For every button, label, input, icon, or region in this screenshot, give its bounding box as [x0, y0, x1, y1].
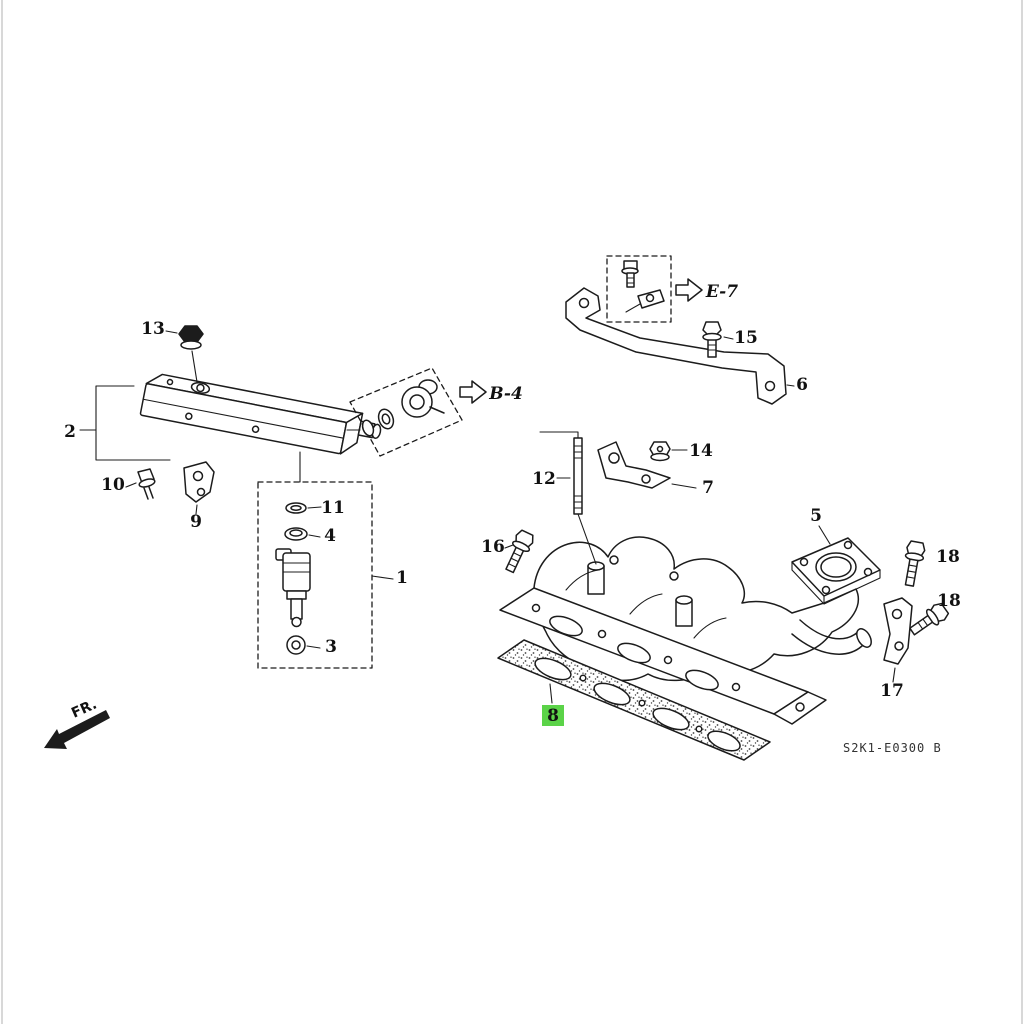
manifold-pipe — [791, 619, 872, 655]
detail-arrow-b4-icon — [459, 380, 487, 404]
bolt-15 — [702, 321, 734, 358]
stud-12 — [539, 431, 597, 565]
injector-detail-box — [257, 481, 394, 669]
callout-5: 5 — [810, 506, 822, 526]
callout-13: 13 — [141, 319, 165, 339]
highlight-part-8 — [542, 705, 564, 726]
bolt-16 — [505, 529, 534, 574]
manifold-gasket-8 — [497, 639, 771, 761]
throttle-flange-5 — [791, 525, 881, 605]
callout-17: 17 — [880, 681, 904, 701]
callout-11: 11 — [321, 498, 345, 518]
callout-10: 10 — [101, 475, 125, 495]
fuel-injector — [275, 548, 311, 628]
callout-18-lower: 18 — [937, 591, 961, 611]
bolt-18-upper — [904, 540, 926, 587]
detail-ref-b4: B-4 — [488, 384, 523, 404]
callout-9: 9 — [190, 512, 202, 532]
fuel-rail-assembly — [79, 325, 382, 515]
detail-bolt — [621, 260, 639, 288]
pressure-regulator-detail — [346, 367, 463, 457]
callout-7: 7 — [702, 478, 714, 498]
fr-direction-arrow: FR. — [44, 696, 110, 749]
detail-stay — [625, 289, 665, 313]
image-edge-left — [1, 0, 3, 1024]
callout-8: 8 — [547, 706, 559, 726]
callout-6: 6 — [796, 375, 808, 395]
diagram-ref-code: S2K1-E0300 B — [843, 741, 942, 755]
detail-arrow-e7-icon — [675, 278, 703, 302]
callout-16: 16 — [481, 537, 505, 557]
callout-14: 14 — [689, 441, 713, 461]
nut-14 — [649, 441, 688, 462]
callout-18-upper: 18 — [936, 547, 960, 567]
stay-bracket-6 — [565, 287, 795, 405]
bolt-18-lower — [909, 602, 950, 636]
bracket-17 — [883, 597, 913, 683]
callout-2: 2 — [64, 422, 76, 442]
image-edge-right — [1021, 0, 1023, 1024]
stay-detail-box-e7 — [606, 255, 672, 323]
callout-2-bracket — [95, 385, 171, 461]
nut-13 — [178, 325, 204, 383]
callout-1: 1 — [396, 568, 408, 588]
bolt-10 — [137, 468, 156, 500]
bracket-9 — [183, 461, 215, 515]
callout-4: 4 — [324, 526, 336, 546]
bracket-7 — [597, 441, 697, 489]
detail-ref-e7: E-7 — [705, 282, 738, 302]
intake-manifold — [499, 536, 859, 725]
callout-12: 12 — [532, 469, 556, 489]
callout-15: 15 — [734, 328, 758, 348]
callout-3: 3 — [325, 637, 337, 657]
